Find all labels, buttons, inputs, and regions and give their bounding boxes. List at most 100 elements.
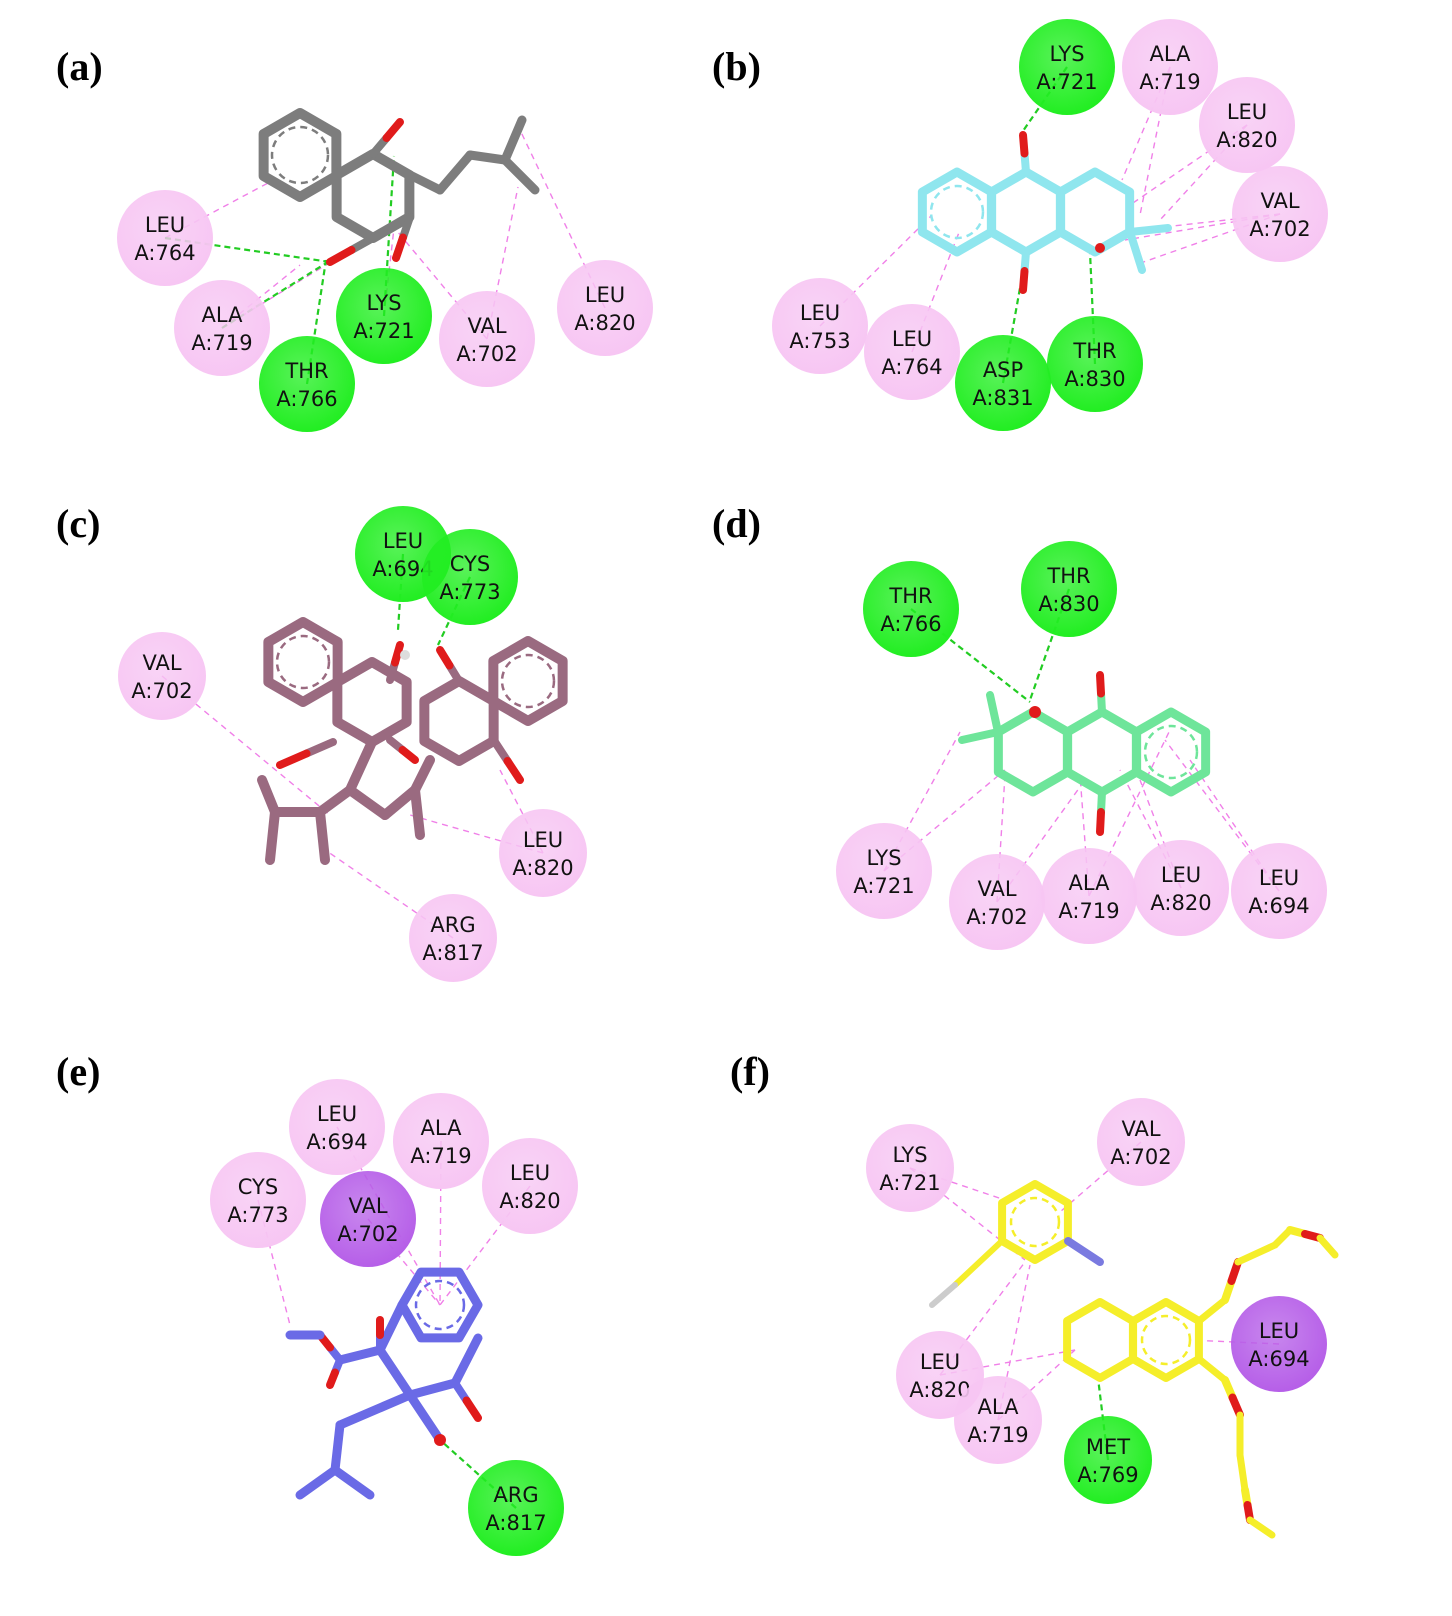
residue-leu-694: LEU A:694 <box>1231 843 1327 939</box>
hydrophobic-interaction-line <box>1088 729 1171 897</box>
residue-position: A:719 <box>1139 70 1200 94</box>
residue-circle <box>289 1079 385 1175</box>
residue-position: A:702 <box>966 905 1027 929</box>
residue-name: VAL <box>467 314 506 338</box>
residue-name: LEU <box>523 828 563 852</box>
residue-name: LYS <box>892 1143 927 1167</box>
residue-circle <box>482 1138 578 1234</box>
residue-name: ALA <box>1069 871 1111 895</box>
residue-circle <box>864 304 960 400</box>
residue-position: A:773 <box>227 1203 288 1227</box>
residue-circle <box>393 1093 489 1189</box>
residue-position: A:820 <box>512 856 573 880</box>
residue-name: LEU <box>585 283 625 307</box>
residue-position: A:702 <box>131 679 192 703</box>
residue-lys-721: LYS A:721 <box>836 823 932 919</box>
residue-circle <box>210 1152 306 1248</box>
hydrogen-bond-line <box>439 1439 517 1509</box>
residue-circle <box>259 336 355 432</box>
residue-name: VAL <box>1260 189 1299 213</box>
residue-circle <box>1097 1098 1185 1186</box>
residue-position: A:831 <box>972 386 1033 410</box>
residue-position: A:769 <box>1077 1463 1138 1487</box>
residue-ala-719: ALA A:719 <box>174 280 270 376</box>
residue-position: A:820 <box>1150 891 1211 915</box>
residue-position: A:694 <box>306 1130 367 1154</box>
residue-name: THR <box>284 359 328 383</box>
residue-name: ARG <box>493 1483 538 1507</box>
residue-position: A:820 <box>499 1189 560 1213</box>
residue-name: ARG <box>430 913 475 937</box>
residue-position: A:702 <box>337 1222 398 1246</box>
residue-name: ALA <box>202 303 244 327</box>
residue-thr-766: THR A:766 <box>259 336 355 432</box>
residue-circle <box>1231 843 1327 939</box>
panel-b: (b)LYSA:721ALAA:719LEUA:820VALA:702LEUA:… <box>712 19 1328 431</box>
residue-circle <box>955 335 1051 431</box>
residue-circle <box>1019 19 1115 115</box>
panel-label: (b) <box>712 44 761 89</box>
residue-position: A:773 <box>439 580 500 604</box>
residue-position: A:721 <box>1036 70 1097 94</box>
residue-position: A:764 <box>881 355 942 379</box>
residue-circle <box>836 823 932 919</box>
panel-label: (c) <box>56 501 100 546</box>
residue-position: A:719 <box>410 1144 471 1168</box>
residue-circle <box>1231 1296 1327 1392</box>
residue-name: LYS <box>866 846 901 870</box>
residue-position: A:721 <box>853 874 914 898</box>
residue-position: A:830 <box>1064 367 1125 391</box>
residue-circle <box>439 291 535 387</box>
residue-circle <box>949 854 1045 950</box>
residue-name: LYS <box>366 291 401 315</box>
panel-label: (a) <box>56 44 103 89</box>
residue-position: A:702 <box>1249 217 1310 241</box>
ligand-structure <box>285 1267 483 1500</box>
residue-circle <box>1021 541 1117 637</box>
residue-circle <box>1199 77 1295 173</box>
residue-name: THR <box>1072 339 1116 363</box>
residue-position: A:766 <box>276 387 337 411</box>
residue-circle <box>1133 840 1229 936</box>
residue-name: THR <box>888 584 932 608</box>
residue-name: LEU <box>1259 866 1299 890</box>
residue-circle <box>954 1376 1042 1464</box>
residue-position: A:719 <box>191 331 252 355</box>
residue-position: A:694 <box>1248 894 1309 918</box>
hydrophobic-interaction-line <box>164 182 269 239</box>
residue-circle <box>863 561 959 657</box>
residue-position: A:753 <box>789 329 850 353</box>
hydrogen-bond-line <box>1088 251 1097 365</box>
ligand-structure <box>258 108 540 266</box>
residue-name: THR <box>1046 564 1090 588</box>
residue-position: A:719 <box>1058 899 1119 923</box>
residue-name: LEU <box>1259 1319 1299 1343</box>
panel-label: (e) <box>56 1049 100 1094</box>
hydrogen-bond-line <box>382 155 396 317</box>
hydrogen-bond-line <box>1001 287 1022 384</box>
hydrogen-bond-line <box>164 236 331 264</box>
hydrophobic-interaction-line <box>1121 66 1171 181</box>
hydrophobic-interaction-line <box>1139 779 1182 889</box>
residue-circle <box>1232 166 1328 262</box>
residue-position: A:820 <box>1216 128 1277 152</box>
residue-circle <box>409 894 497 982</box>
residue-circle <box>1041 848 1137 944</box>
residue-name: LEU <box>317 1102 357 1126</box>
residue-name: VAL <box>1121 1117 1160 1141</box>
